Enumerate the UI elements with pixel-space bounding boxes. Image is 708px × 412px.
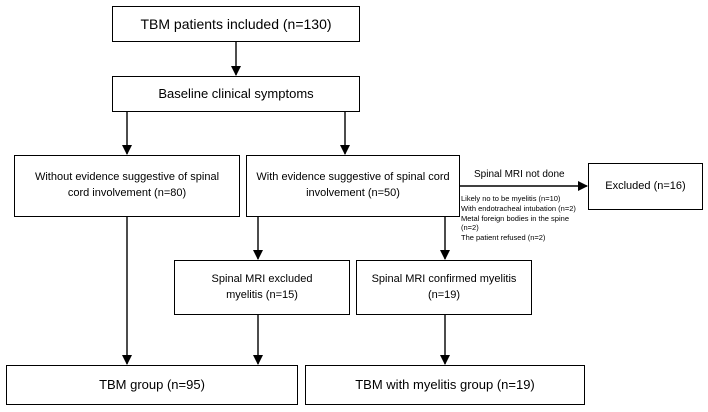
exclusion-reason: Metal foreign bodies in the spine xyxy=(461,213,569,223)
box-mri-excluded-line2: myelitis (n=15) xyxy=(226,288,298,301)
box-tbm-myelitis-group-label: TBM with myelitis group (n=19) xyxy=(355,376,535,392)
box-excluded-label: Excluded (n=16) xyxy=(605,179,686,192)
box-with-spinal-evidence-text: With evidence suggestive of spinal cord … xyxy=(256,170,449,202)
box-baseline-clinical-symptoms-label: Baseline clinical symptoms xyxy=(158,85,314,101)
box-tbm-patients-included-label: TBM patients included (n=130) xyxy=(140,15,332,32)
exclusion-reason: The patient refused (n=2) xyxy=(461,233,546,242)
box-mri-confirmed-line1: Spinal MRI confirmed myelitis xyxy=(371,272,517,285)
box-tbm-patients-included: TBM patients included (n=130) xyxy=(112,6,360,42)
box-excluded: Excluded (n=16) xyxy=(588,163,703,210)
box-baseline-clinical-symptoms: Baseline clinical symptoms xyxy=(112,76,360,112)
exclusion-reason: Likely no to be myelitis (n=10) xyxy=(461,194,561,203)
exclusion-reasons-list: Likely no to be myelitis (n=10) With end… xyxy=(461,194,589,243)
box-without-spinal-evidence-text: Without evidence suggestive of spinal co… xyxy=(35,170,219,202)
box-without-line1: Without evidence suggestive of spinal xyxy=(34,171,220,184)
exclusion-reason: (n=2) xyxy=(461,223,479,233)
box-without-line2: cord involvement (n=80) xyxy=(67,187,187,199)
box-mri-excluded-line1: Spinal MRI excluded xyxy=(211,272,313,285)
box-tbm-myelitis-group: TBM with myelitis group (n=19) xyxy=(305,365,585,405)
box-tbm-group-label: TBM group (n=95) xyxy=(99,376,205,392)
box-spinal-mri-excluded-myelitis: Spinal MRI excluded myelitis (n=15) xyxy=(174,260,350,315)
box-mri-confirmed-text: Spinal MRI confirmed myelitis (n=19) xyxy=(372,272,517,304)
box-with-line2: involvement (n=50) xyxy=(306,187,400,199)
box-with-spinal-evidence: With evidence suggestive of spinal cord … xyxy=(246,155,460,217)
box-mri-excluded-text: Spinal MRI excluded myelitis (n=15) xyxy=(212,272,313,304)
box-without-spinal-evidence: Without evidence suggestive of spinal co… xyxy=(14,155,240,217)
box-spinal-mri-confirmed-myelitis: Spinal MRI confirmed myelitis (n=19) xyxy=(356,260,532,315)
spinal-mri-not-done-label: Spinal MRI not done xyxy=(474,169,565,180)
box-mri-confirmed-line2: (n=19) xyxy=(427,288,461,301)
box-with-line1: With evidence suggestive of spinal cord xyxy=(256,171,450,184)
box-tbm-group: TBM group (n=95) xyxy=(6,365,298,405)
exclusion-reason: With endotracheal intubation (n=2) xyxy=(461,203,576,213)
